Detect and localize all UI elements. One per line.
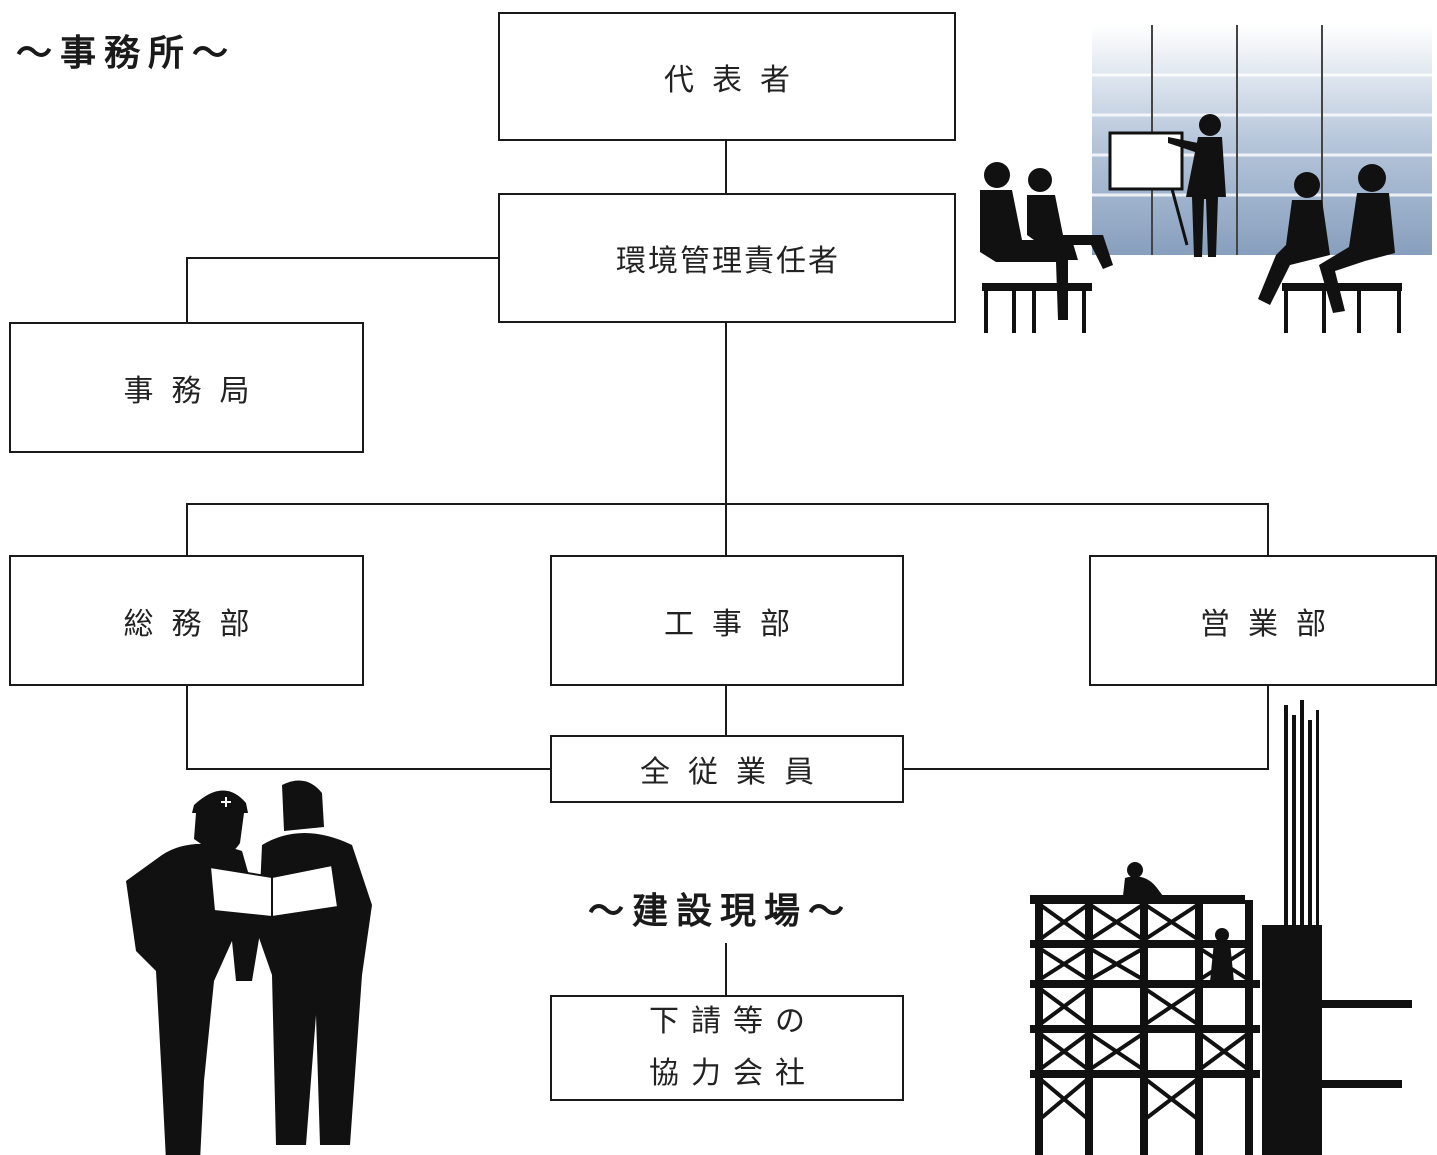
office-section-title: ～事務所～: [16, 33, 237, 74]
meeting-people: [980, 114, 1402, 333]
connector-sales-to-employees: [903, 768, 1269, 770]
workers-silhouettes: [126, 780, 372, 1155]
scaffolding-braces: [1037, 902, 1251, 1122]
connector-env-to-secretariat-v: [186, 257, 188, 323]
blueprint-right: [271, 863, 340, 919]
connector-env-to-depts: [725, 322, 727, 556]
connector-bus-general: [186, 503, 188, 556]
connector-depts-bus: [186, 503, 1269, 505]
site-section-title: ～建設現場～: [588, 891, 853, 932]
connector-sales-down: [1267, 685, 1269, 770]
all-employees-box: 全従業員: [550, 735, 904, 803]
scaffolding-illustration: [1030, 700, 1412, 1155]
subcontractors-line2: 協力会社: [649, 1056, 817, 1091]
construction-box: 工事部: [550, 555, 904, 686]
connector-general-down: [186, 685, 188, 770]
sales-box: 営業部: [1089, 555, 1437, 686]
subcontractors-line1: 下請等の: [649, 1004, 817, 1039]
subcontractors-box: 下請等の 協力会社: [550, 995, 904, 1101]
representative-box: 代表者: [498, 12, 956, 141]
connector-env-to-secretariat-h: [186, 257, 499, 259]
connector-rep-to-env: [725, 140, 727, 194]
connector-construction-to-employees: [725, 685, 727, 736]
blueprint-left: [208, 865, 273, 919]
meeting-illustration: [980, 25, 1432, 333]
secretariat-box: 事務局: [9, 322, 364, 453]
scaffold-workers: [1123, 862, 1234, 982]
general-affairs-box: 総務部: [9, 555, 364, 686]
connector-general-to-employees: [186, 768, 551, 770]
workers-illustration: [126, 780, 372, 1155]
scaffolding-frame: [1030, 700, 1412, 1155]
env-manager-box: 環境管理責任者: [498, 193, 956, 323]
connector-site-to-subcontractors: [725, 943, 727, 996]
connector-bus-sales: [1267, 503, 1269, 556]
